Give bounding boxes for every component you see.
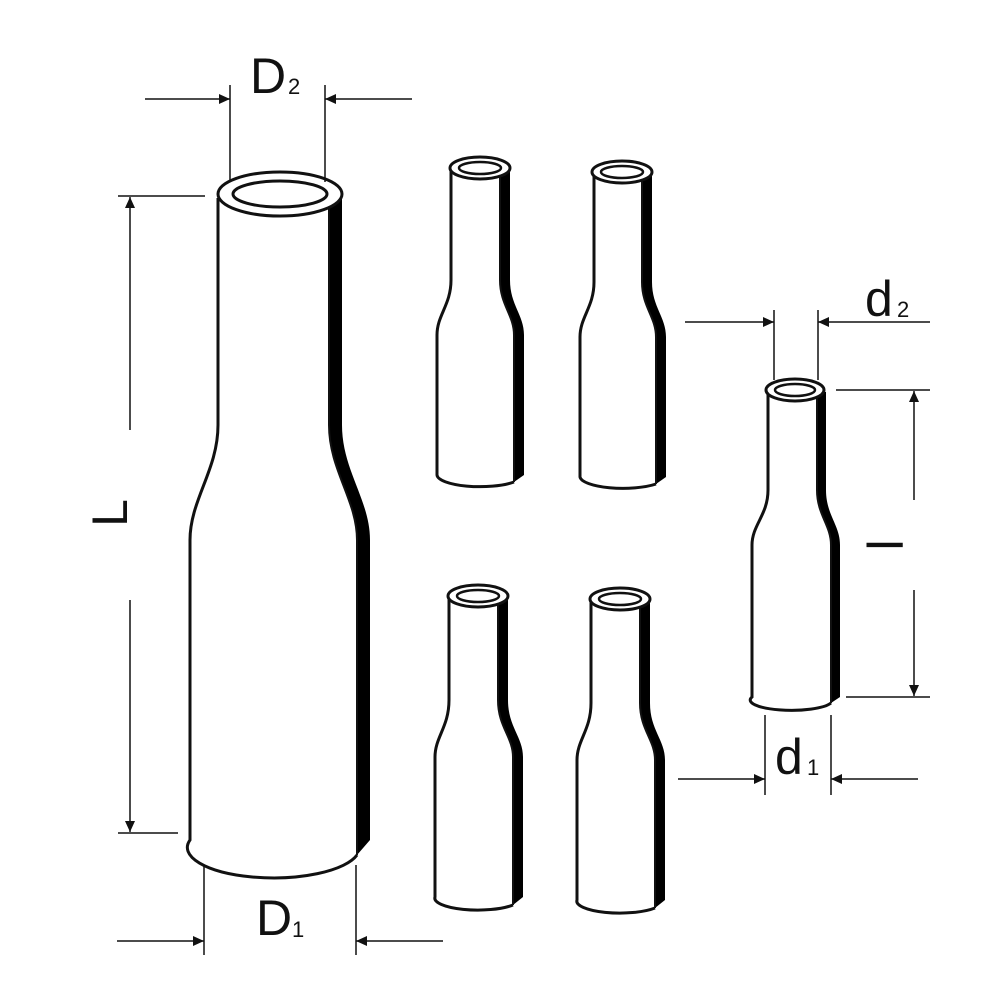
label-L: L [82, 499, 138, 527]
label-d1-main: d [775, 729, 803, 785]
label-d2-sub: 2 [897, 297, 909, 322]
small-sleeve-2 [578, 159, 666, 490]
dimension-D2: D 2 [145, 48, 412, 182]
label-D1-main: D [256, 890, 292, 946]
label-l: l [858, 539, 914, 550]
small-sleeve-3 [433, 583, 523, 912]
small-sleeve-4 [575, 586, 665, 915]
dimensioned-sleeve [748, 377, 840, 712]
small-sleeve-1 [435, 155, 524, 489]
dimension-d1: d 1 [678, 715, 918, 795]
dimension-d2: d 2 [685, 271, 930, 380]
dimension-l: l [836, 389, 930, 698]
label-d1-sub: 1 [807, 755, 819, 780]
dimension-D1: D 1 [117, 865, 443, 955]
label-D2-main: D [250, 48, 286, 104]
label-D1-sub: 1 [292, 917, 304, 942]
label-d2-main: d [865, 271, 893, 327]
label-D2-sub: 2 [288, 74, 300, 99]
dimension-L: L [82, 195, 205, 834]
large-sleeve [185, 170, 370, 880]
